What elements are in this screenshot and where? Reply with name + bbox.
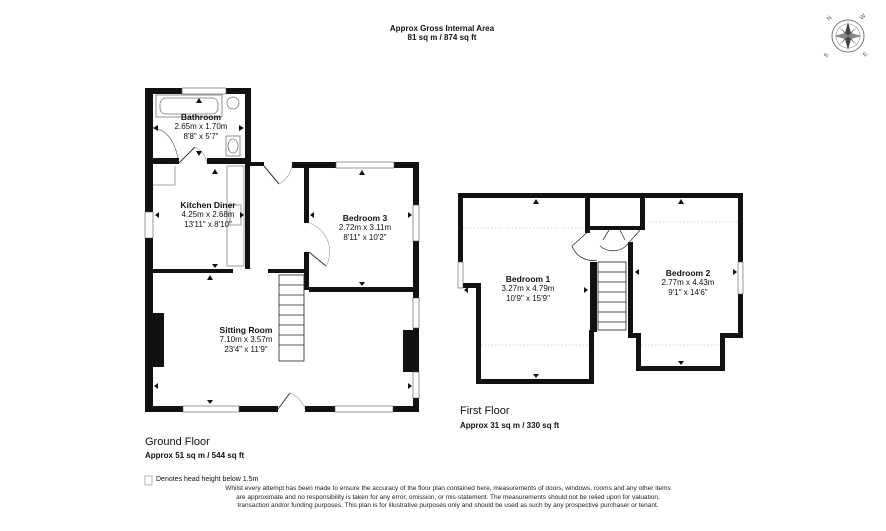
room-imperial: 13'11" x 8'10" [184,220,232,229]
room-metric: 7.10m x 3.57m [219,335,273,344]
bedroom-3-door [308,251,327,267]
first-windows [457,261,744,295]
kitchen-door [263,165,280,185]
room-name: Sitting Room [219,325,273,335]
ground-floor-title: Ground Floor [145,436,210,448]
dimension-arrows [153,98,737,404]
front-door [277,392,291,410]
room-imperial: 23'4" x 11'9" [224,345,268,354]
gross-area-value: 81 sq m / 874 sq ft [407,33,477,42]
gross-area-title: Approx Gross Internal Area [389,24,495,33]
room-imperial: 8'8" x 5'7" [183,132,219,141]
room-name: Bedroom 2 [665,268,711,278]
first-floor-area: Approx 31 sq m / 330 sq ft [460,421,560,430]
room-imperial: 9'1" x 14'6" [668,288,708,297]
bathroom-door [178,146,196,164]
ground-windows [144,87,420,413]
room-metric: 3.27m x 4.79m [501,284,555,293]
compass-letter-s: S [823,52,830,59]
room-bedroom-1: Bedroom 1 3.27m x 4.79m 10'9" x 15'9" [490,274,566,304]
head-height-lines [463,221,738,346]
room-name: Bedroom 3 [342,213,388,223]
first-floor-title: First Floor [460,405,510,417]
room-metric: 4.25m x 2.68m [181,210,235,219]
landing-doors [571,229,641,261]
legend-text: Denotes head height below 1.5m [156,476,259,483]
room-metric: 2.72m x 3.11m [338,223,392,232]
compass-letter-e: E [862,51,869,58]
legend-head-height-swatch [144,475,153,486]
room-name: Bathroom [180,112,222,122]
room-name: Bedroom 1 [505,274,551,284]
room-imperial: 10'9" x 15'9" [506,294,550,303]
room-bedroom-3: Bedroom 3 2.72m x 3.11m 8'11" x 10'2" [326,213,404,243]
compass-letter-n: N [826,15,833,22]
room-bedroom-2: Bedroom 2 2.77m x 4.43m 9'1" x 14'6" [650,268,726,298]
room-kitchen-diner: Kitchen Diner 4.25m x 2.68m 13'11" x 8'1… [165,200,251,230]
room-sitting-room: Sitting Room 7.10m x 3.57m 23'4" x 11'9" [208,325,284,355]
room-name: Kitchen Diner [180,200,236,210]
room-metric: 2.77m x 4.43m [661,278,715,287]
first-stairs [597,261,627,331]
ground-floor-area: Approx 51 sq m / 544 sq ft [145,451,245,460]
room-metric: 2.65m x 1.70m [174,122,228,131]
room-imperial: 8'11" x 10'2" [343,233,387,242]
room-bathroom: Bathroom 2.65m x 1.70m 8'8" x 5'7" [166,112,236,142]
disclaimer-text: Whilst every attempt has been made to en… [225,485,671,509]
compass-letter-w: W [859,13,867,21]
ground-stairs [278,274,305,362]
compass-rose-icon [831,19,865,53]
